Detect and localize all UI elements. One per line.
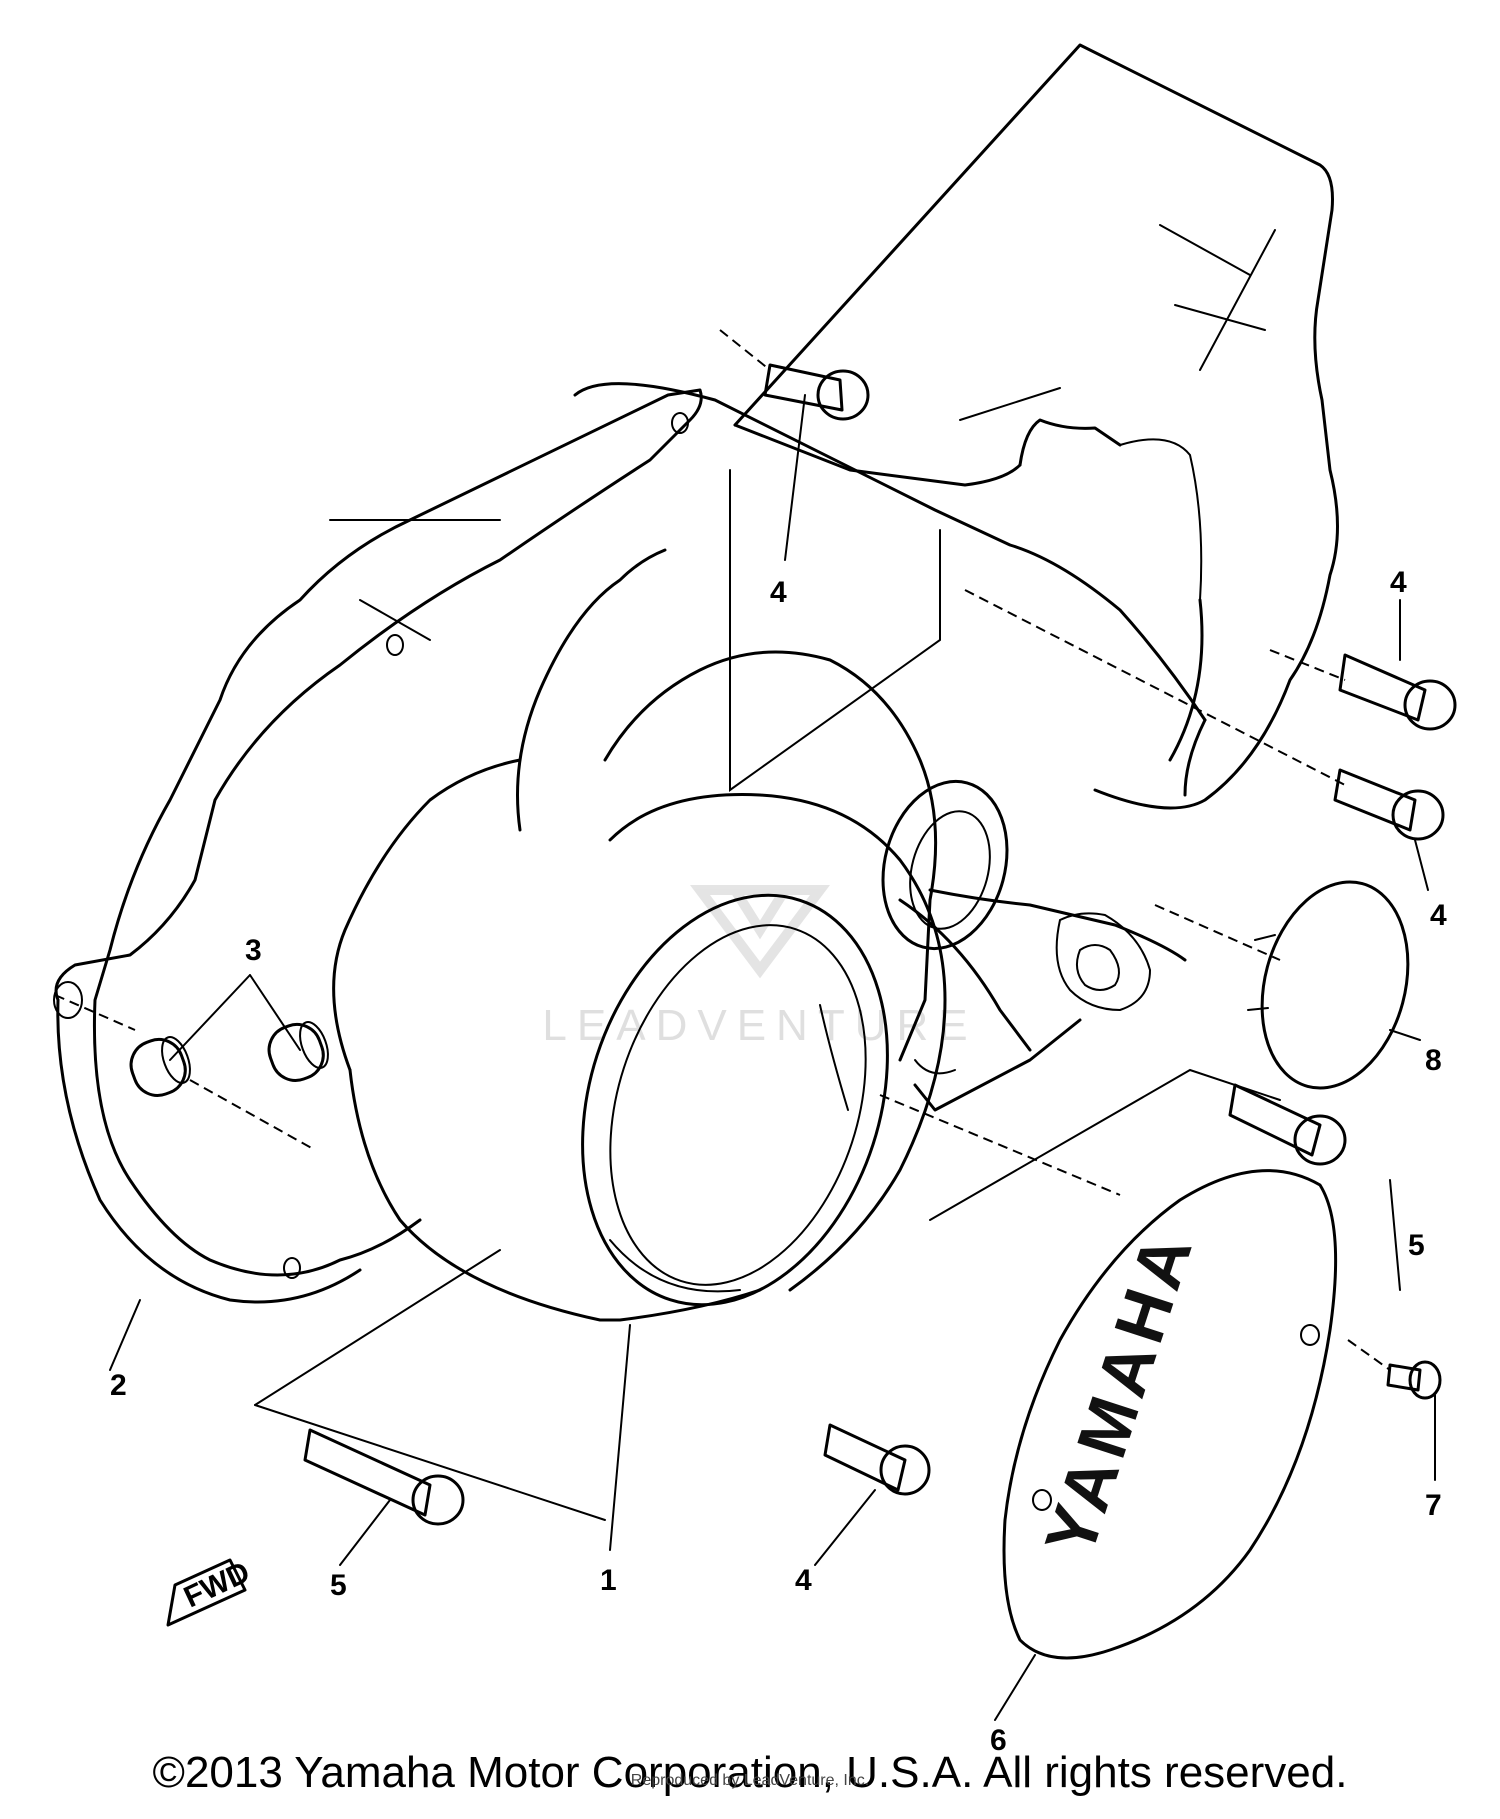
callout-4-right-lower: 4 — [1430, 899, 1447, 932]
cover-brand-text: YAMAHA — [1030, 1220, 1208, 1564]
fwd-arrow-icon: FWD — [166, 1556, 255, 1627]
callout-7: 7 — [1425, 1489, 1442, 1522]
callout-6: 6 — [990, 1724, 1007, 1757]
bolt-5-bottom — [303, 1428, 465, 1526]
bolt-4-bottom — [823, 1423, 931, 1496]
assembly-lines — [54, 329, 1391, 1371]
oil-seal-boss — [881, 779, 1009, 951]
upper-crankcase-cover — [733, 43, 1339, 810]
copyright-notice: ©2013 Yamaha Motor Corporation, U.S.A. A… — [152, 1748, 1348, 1797]
watermark-text: LEADVENTURE — [542, 1001, 977, 1050]
plug-8 — [1247, 880, 1410, 1090]
guide-frame — [254, 469, 1281, 1521]
callout-4-top: 4 — [770, 576, 787, 609]
leadventure-watermark: LEADVENTURE — [542, 885, 977, 1050]
callout-2: 2 — [110, 1369, 127, 1402]
callout-4-right-upper: 4 — [1390, 566, 1407, 599]
callout-1: 1 — [600, 1564, 617, 1597]
callout-4-bottom: 4 — [795, 1564, 812, 1597]
bolt-4-top — [763, 363, 870, 421]
callout-5-bottom: 5 — [330, 1569, 347, 1602]
credit-watermark: Reproduced by LeadVenture, Inc. — [630, 1772, 870, 1789]
screw-7 — [1386, 1360, 1442, 1400]
callout-8: 8 — [1425, 1044, 1442, 1077]
magneto-housing — [581, 793, 947, 1307]
leader-lines — [109, 394, 1436, 1721]
callout-3: 3 — [245, 934, 262, 967]
bolt-5-right — [1228, 1083, 1347, 1166]
dowel-pin-right — [267, 1021, 329, 1082]
main-crankcase-cover — [329, 382, 1207, 1322]
bolt-4-right-lower — [1333, 768, 1445, 841]
callout-5-right: 5 — [1408, 1229, 1425, 1262]
dowel-pin-left — [129, 1036, 191, 1097]
magneto-cover: YAMAHA — [1002, 1169, 1338, 1660]
bolt-4-right-upper — [1338, 653, 1457, 731]
gasket — [53, 388, 703, 1304]
